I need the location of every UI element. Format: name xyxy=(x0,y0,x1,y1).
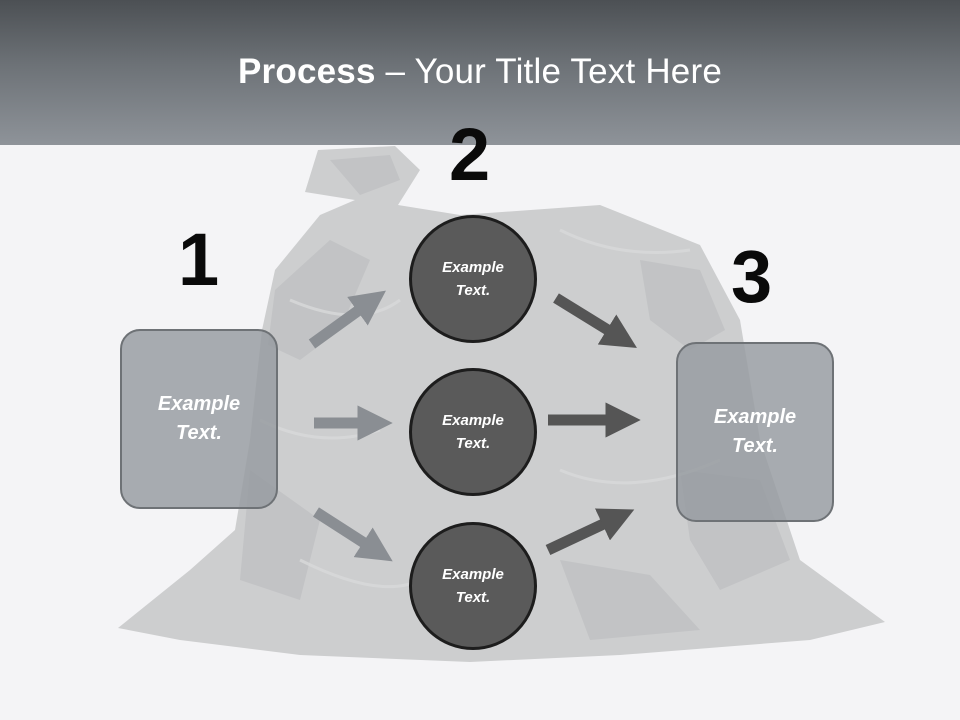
title-bold: Process xyxy=(238,52,376,91)
step-2-circle-middle: Example Text. xyxy=(409,368,537,496)
title-bar xyxy=(0,0,960,145)
circle-2-text: Example Text. xyxy=(442,412,504,452)
step-3-number: 3 xyxy=(731,235,773,318)
step-2-circle-top: Example Text. xyxy=(409,215,537,343)
arrow-from-circle-1 xyxy=(553,293,637,348)
arrow-from-circle-3 xyxy=(545,508,635,555)
step-3-text: Example Text. xyxy=(713,406,797,457)
circle-1-text: Example Text. xyxy=(442,259,504,299)
arrow-to-circle-1 xyxy=(308,290,386,349)
arrow-to-circle-3 xyxy=(313,507,393,562)
step-1-text: Example Text. xyxy=(157,393,241,444)
step-2-number: 2 xyxy=(449,113,491,196)
circle-3-text: Example Text. xyxy=(442,566,504,606)
title-rest: – Your Title Text Here xyxy=(375,52,722,91)
slide-title: Process – Your Title Text Here xyxy=(0,52,960,92)
step-2-circle-bottom: Example Text. xyxy=(409,522,537,650)
step-3-box: Example Text. xyxy=(676,342,834,522)
step-1-box: Example Text. xyxy=(120,329,278,509)
step-1-number: 1 xyxy=(178,218,220,301)
